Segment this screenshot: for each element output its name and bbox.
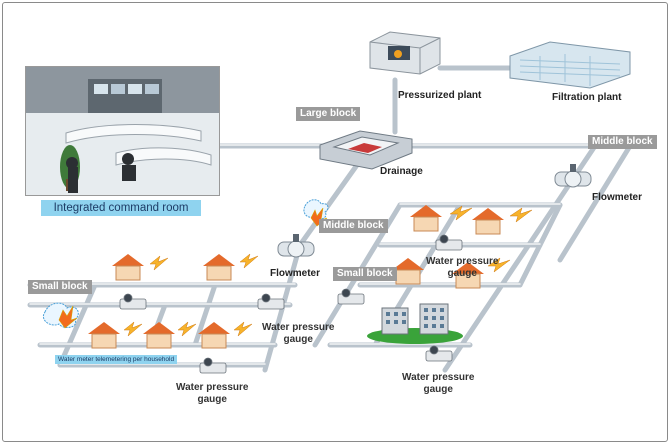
lightning-icon (449, 205, 473, 221)
house-icon (452, 262, 484, 289)
flowmeter-icon (277, 234, 315, 258)
gauge-mid-line1: Water pressure (262, 322, 335, 333)
lightning-icon (487, 257, 511, 273)
diagram-frame (2, 2, 668, 442)
house-icon (88, 322, 120, 349)
gauge-left-label: Water pressure gauge (176, 382, 248, 406)
house-icon (143, 322, 175, 349)
middle-block-right-tag: Middle block (588, 135, 657, 149)
pressure-gauge-icon (435, 234, 463, 251)
pressure-gauge-icon (119, 293, 147, 310)
flowmeter-left-label: Flowmeter (270, 268, 321, 279)
lightning-icon (233, 321, 253, 337)
lightning-icon (239, 253, 259, 269)
pressure-gauge-icon (425, 345, 453, 362)
gauge-mid-label: Water pressure gauge (262, 322, 334, 346)
command-room-photo (25, 66, 220, 196)
house-icon (112, 254, 144, 281)
lightning-icon (123, 321, 143, 337)
house-icon (410, 205, 442, 232)
filtration-plant-icon (509, 41, 631, 89)
pressurized-plant-icon (369, 31, 441, 75)
house-icon (198, 322, 230, 349)
drainage-tank-icon (319, 130, 413, 170)
leak-burst-icon (43, 302, 79, 329)
gauge-bottom-label: Water pressure gauge (402, 372, 474, 396)
gauge-center-line1: Water pressure (426, 256, 499, 267)
leak-burst-icon (303, 199, 329, 227)
lightning-icon (177, 321, 197, 337)
house-icon (392, 258, 424, 285)
building-icon (367, 303, 463, 344)
small-block-center-tag: Small block (333, 267, 397, 281)
small-block-left-tag: Small block (28, 280, 92, 294)
gauge-mid-line2: gauge (283, 334, 313, 345)
command-room-caption: Integrated command room (41, 200, 201, 216)
pressurized-plant-label: Pressurized plant (398, 90, 482, 101)
gauge-left-line2: gauge (197, 394, 227, 405)
gauge-bottom-line2: gauge (423, 384, 453, 395)
house-icon (472, 208, 504, 235)
gauge-center-label: Water pressure gauge (426, 256, 498, 280)
large-block-tag: Large block (296, 107, 361, 121)
pressure-gauge-icon (199, 357, 227, 374)
flowmeter-icon (554, 164, 592, 188)
pressure-gauge-icon (257, 293, 285, 310)
house-icon (203, 254, 235, 281)
gauge-center-line2: gauge (447, 268, 477, 279)
lightning-icon (509, 207, 533, 223)
telemetering-caption: Water meter telemetering per household (55, 355, 178, 364)
filtration-plant-label: Filtration plant (552, 92, 622, 103)
lightning-icon (149, 255, 169, 271)
drainage-label: Drainage (380, 166, 423, 177)
gauge-bottom-line1: Water pressure (402, 372, 475, 383)
gauge-left-line1: Water pressure (176, 382, 249, 393)
flowmeter-right-label: Flowmeter (592, 192, 643, 203)
pressure-gauge-icon (337, 288, 365, 305)
middle-block-center-tag: Middle block (319, 219, 388, 233)
